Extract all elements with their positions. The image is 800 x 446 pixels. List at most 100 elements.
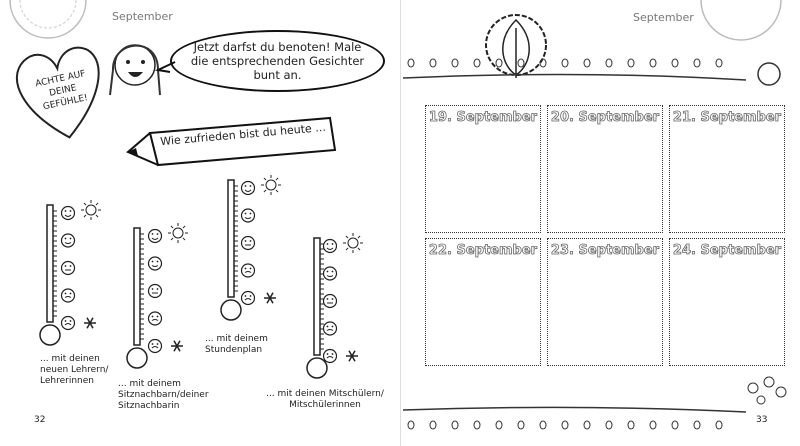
border-dot (561, 420, 569, 430)
sun-ray (357, 235, 361, 239)
face-eye (156, 343, 159, 345)
face-mouth (244, 271, 252, 273)
thermometer (126, 223, 188, 369)
day-box[interactable]: 23. September (547, 238, 663, 366)
face-happy-icon (322, 238, 338, 254)
border-dot (715, 420, 723, 430)
face-neutral-icon (322, 293, 338, 309)
month-header: September (112, 10, 173, 23)
leaf-icon (502, 18, 530, 78)
girl-illustration (109, 44, 161, 96)
face-outline (240, 180, 256, 196)
border-dot (715, 58, 723, 68)
face-eye (69, 292, 72, 295)
sun-ray (83, 202, 87, 206)
face-eye (151, 233, 154, 235)
face-eye (156, 315, 159, 318)
face-happy-icon (240, 180, 256, 196)
face-eye (326, 270, 329, 273)
face-mouth (64, 242, 72, 244)
border-dot (671, 58, 679, 68)
face-neutral-icon (240, 235, 256, 251)
thermometer-tube (46, 204, 54, 323)
face-eye (69, 320, 72, 322)
left-illustrations (9, 0, 363, 379)
speech-bubble: Jetzt darfst du benoten! Male die entspr… (170, 30, 385, 92)
face-outline (147, 311, 163, 326)
face-eye (331, 325, 334, 328)
sun-ray (182, 225, 186, 229)
sun-ray (275, 189, 279, 193)
face-smile-icon (240, 208, 256, 223)
snowflake-icon (264, 292, 276, 304)
face-neutral-icon (60, 260, 76, 276)
face-mouth (326, 275, 334, 277)
face-outline (240, 235, 256, 251)
thermometer (306, 233, 363, 379)
flowers-icon (747, 376, 787, 405)
snowflake-arm (348, 350, 356, 362)
thermometer-bulb (39, 324, 61, 346)
face-sad-icon (240, 263, 256, 278)
border-dot (495, 58, 503, 68)
face-mouth (64, 214, 72, 217)
border-dot (605, 58, 613, 68)
face-mouth (64, 296, 72, 298)
border-dot (429, 58, 437, 68)
face-very-sad-icon (322, 348, 338, 364)
sun-ray (345, 235, 349, 239)
border-dot (539, 420, 547, 430)
border-dot (451, 58, 459, 68)
left-page: September ACHTE AUF DEINE GEFÜHLE! Jetzt… (9, 0, 385, 425)
sun-icon (261, 175, 281, 195)
day-box[interactable]: 22. September (425, 238, 541, 366)
face-neutral-icon (147, 283, 163, 299)
face-mouth (244, 189, 252, 192)
face-eye (151, 260, 154, 263)
face-eye (249, 212, 252, 215)
thermometer-bulb (306, 357, 328, 379)
day-box[interactable]: 24. September (669, 238, 785, 366)
face-eye (151, 343, 154, 345)
face-eye (331, 243, 334, 245)
face-eye (156, 288, 159, 290)
snowflake-icon (84, 317, 96, 329)
border-dot (517, 420, 525, 430)
sun-ray (95, 214, 99, 218)
face-eye (156, 260, 159, 263)
thermometer (220, 175, 281, 321)
face-eye (249, 267, 252, 270)
thermometer-bulb (126, 347, 148, 369)
sun-icon (343, 233, 363, 253)
thermometer-label: ... mit deinen Mitschülern/ Mitschülerin… (266, 389, 384, 410)
sun-disc (265, 179, 277, 191)
face-very-sad-icon (240, 290, 256, 306)
day-box[interactable]: 20. September (547, 105, 663, 233)
sun-ray (170, 225, 174, 229)
face-eye (326, 298, 329, 300)
face-outline (147, 228, 163, 244)
border-dot (451, 420, 459, 430)
snowflake-icon (346, 350, 358, 362)
border-dot (671, 420, 679, 430)
day-box[interactable]: 19. September (425, 105, 541, 233)
face-outline (60, 260, 76, 276)
face-sad-icon (322, 321, 338, 336)
right-page: September 19. September 20. September 21… (400, 0, 800, 446)
face-eye (64, 292, 67, 295)
sun-disc (172, 227, 184, 239)
face-eye (331, 298, 334, 300)
thermometer-bulb (220, 299, 242, 321)
border-dot (605, 420, 613, 430)
thermometer-tube (313, 237, 321, 356)
sun-ray (275, 177, 279, 181)
thermometer-tube (227, 179, 235, 298)
border-dot (517, 58, 525, 68)
face-eye (64, 210, 67, 212)
face-mouth (151, 319, 159, 321)
face-eye (331, 270, 334, 273)
day-box[interactable]: 21. September (669, 105, 785, 233)
sun-ray (182, 237, 186, 241)
snowflake-icon (171, 340, 183, 352)
border-dot (407, 58, 415, 68)
